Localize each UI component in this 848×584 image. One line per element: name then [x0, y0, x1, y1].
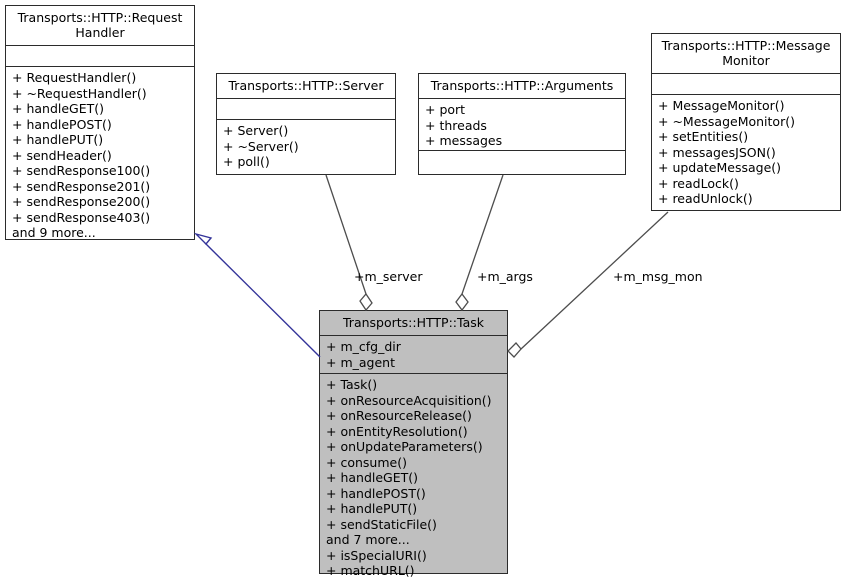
edge-label-m-args: +m_args	[477, 269, 533, 284]
class-attributes-request-handler	[6, 46, 194, 67]
class-operations-server: + Server() + ~Server() + poll()	[217, 120, 395, 174]
class-name-task: Transports::HTTP::Task	[320, 311, 507, 336]
edge-inheritance-task-to-request-handler	[193, 232, 321, 358]
operation-item: + isSpecialURI()	[326, 547, 427, 563]
operation-item: + onResourceAcquisition()	[326, 392, 492, 408]
class-operations-request-handler: + RequestHandler() + ~RequestHandler() +…	[6, 67, 194, 245]
operation-item: + handlePUT()	[12, 132, 104, 147]
class-box-task[interactable]: Transports::HTTP::Task + m_cfg_dir + m_a…	[319, 310, 508, 578]
class-attributes-arguments: + port + threads + messages	[419, 99, 625, 151]
operation-item: + RequestHandler()	[12, 70, 137, 85]
operation-item: + onResourceRelease()	[326, 408, 472, 423]
class-box-message-monitor[interactable]: Transports::HTTP::Message Monitor + Mess…	[651, 33, 841, 211]
operation-item: + sendResponse100()	[12, 163, 151, 178]
operation-item: + handleGET()	[12, 101, 105, 116]
operation-item: + sendStaticFile()	[326, 516, 437, 532]
attribute-item: + m_cfg_dir	[326, 339, 401, 354]
operation-item: + onEntityResolution()	[326, 423, 468, 439]
operation-item: + sendResponse200()	[12, 194, 151, 209]
operation-item: + consume()	[326, 454, 407, 470]
operation-item: + sendResponse201()	[12, 178, 151, 194]
operation-item: + ~RequestHandler()	[12, 85, 147, 101]
operation-item: + MessageMonitor()	[658, 98, 785, 113]
edge-label-m-server: +m_server	[354, 269, 423, 284]
operation-item: + handlePOST()	[326, 485, 426, 501]
operation-item: + sendHeader()	[12, 147, 112, 163]
class-box-arguments[interactable]: Transports::HTTP::Arguments + port + thr…	[418, 73, 626, 175]
operation-item: + Task()	[326, 377, 378, 392]
operation-more-label: and 9 more...	[12, 225, 96, 240]
operation-item: + ~MessageMonitor()	[658, 113, 795, 129]
operation-item: + handleGET()	[326, 470, 419, 485]
class-name-request-handler: Transports::HTTP::Request Handler	[6, 6, 194, 46]
operation-item: + ~Server()	[223, 138, 299, 154]
operation-item: + readLock()	[658, 175, 739, 191]
edge-aggregation-message-monitor-to-task	[507, 211, 669, 358]
edge-aggregation-server-to-task	[325, 174, 373, 312]
class-name-message-monitor: Transports::HTTP::Message Monitor	[652, 34, 840, 74]
edge-label-m-msg-mon: +m_msg_mon	[613, 269, 703, 284]
operation-item: + messagesJSON()	[658, 144, 776, 160]
attribute-item: + m_agent	[326, 354, 395, 370]
class-attributes-server	[217, 99, 395, 120]
class-operations-arguments	[419, 151, 625, 174]
edge-aggregation-arguments-to-task	[455, 174, 504, 312]
class-attributes-message-monitor	[652, 74, 840, 95]
operation-item: + setEntities()	[658, 129, 749, 144]
class-operations-task: + Task() + onResourceAcquisition() + onR…	[320, 374, 507, 583]
operation-item: + Server()	[223, 123, 289, 138]
operation-item: + onUpdateParameters()	[326, 439, 483, 454]
class-operations-message-monitor: + MessageMonitor() + ~MessageMonitor() +…	[652, 95, 840, 211]
operation-item: + sendResponse403()	[12, 209, 151, 225]
class-name-server: Transports::HTTP::Server	[217, 74, 395, 99]
operation-item: + handlePUT()	[326, 501, 418, 516]
operation-item: + poll()	[223, 154, 270, 169]
class-box-server[interactable]: Transports::HTTP::Server + Server() + ~S…	[216, 73, 396, 175]
operation-item: + matchURL()	[326, 563, 415, 578]
class-name-arguments: Transports::HTTP::Arguments	[419, 74, 625, 99]
operation-more-label: and 7 more...	[326, 532, 410, 547]
attribute-item: + messages	[425, 133, 503, 148]
class-box-request-handler[interactable]: Transports::HTTP::Request Handler + Requ…	[5, 5, 195, 240]
attribute-item: + threads	[425, 117, 487, 133]
operation-item: + readUnlock()	[658, 191, 753, 206]
attribute-item: + port	[425, 102, 466, 117]
operation-item: + handlePOST()	[12, 116, 112, 132]
class-attributes-task: + m_cfg_dir + m_agent	[320, 336, 507, 374]
operation-item: + updateMessage()	[658, 160, 782, 175]
